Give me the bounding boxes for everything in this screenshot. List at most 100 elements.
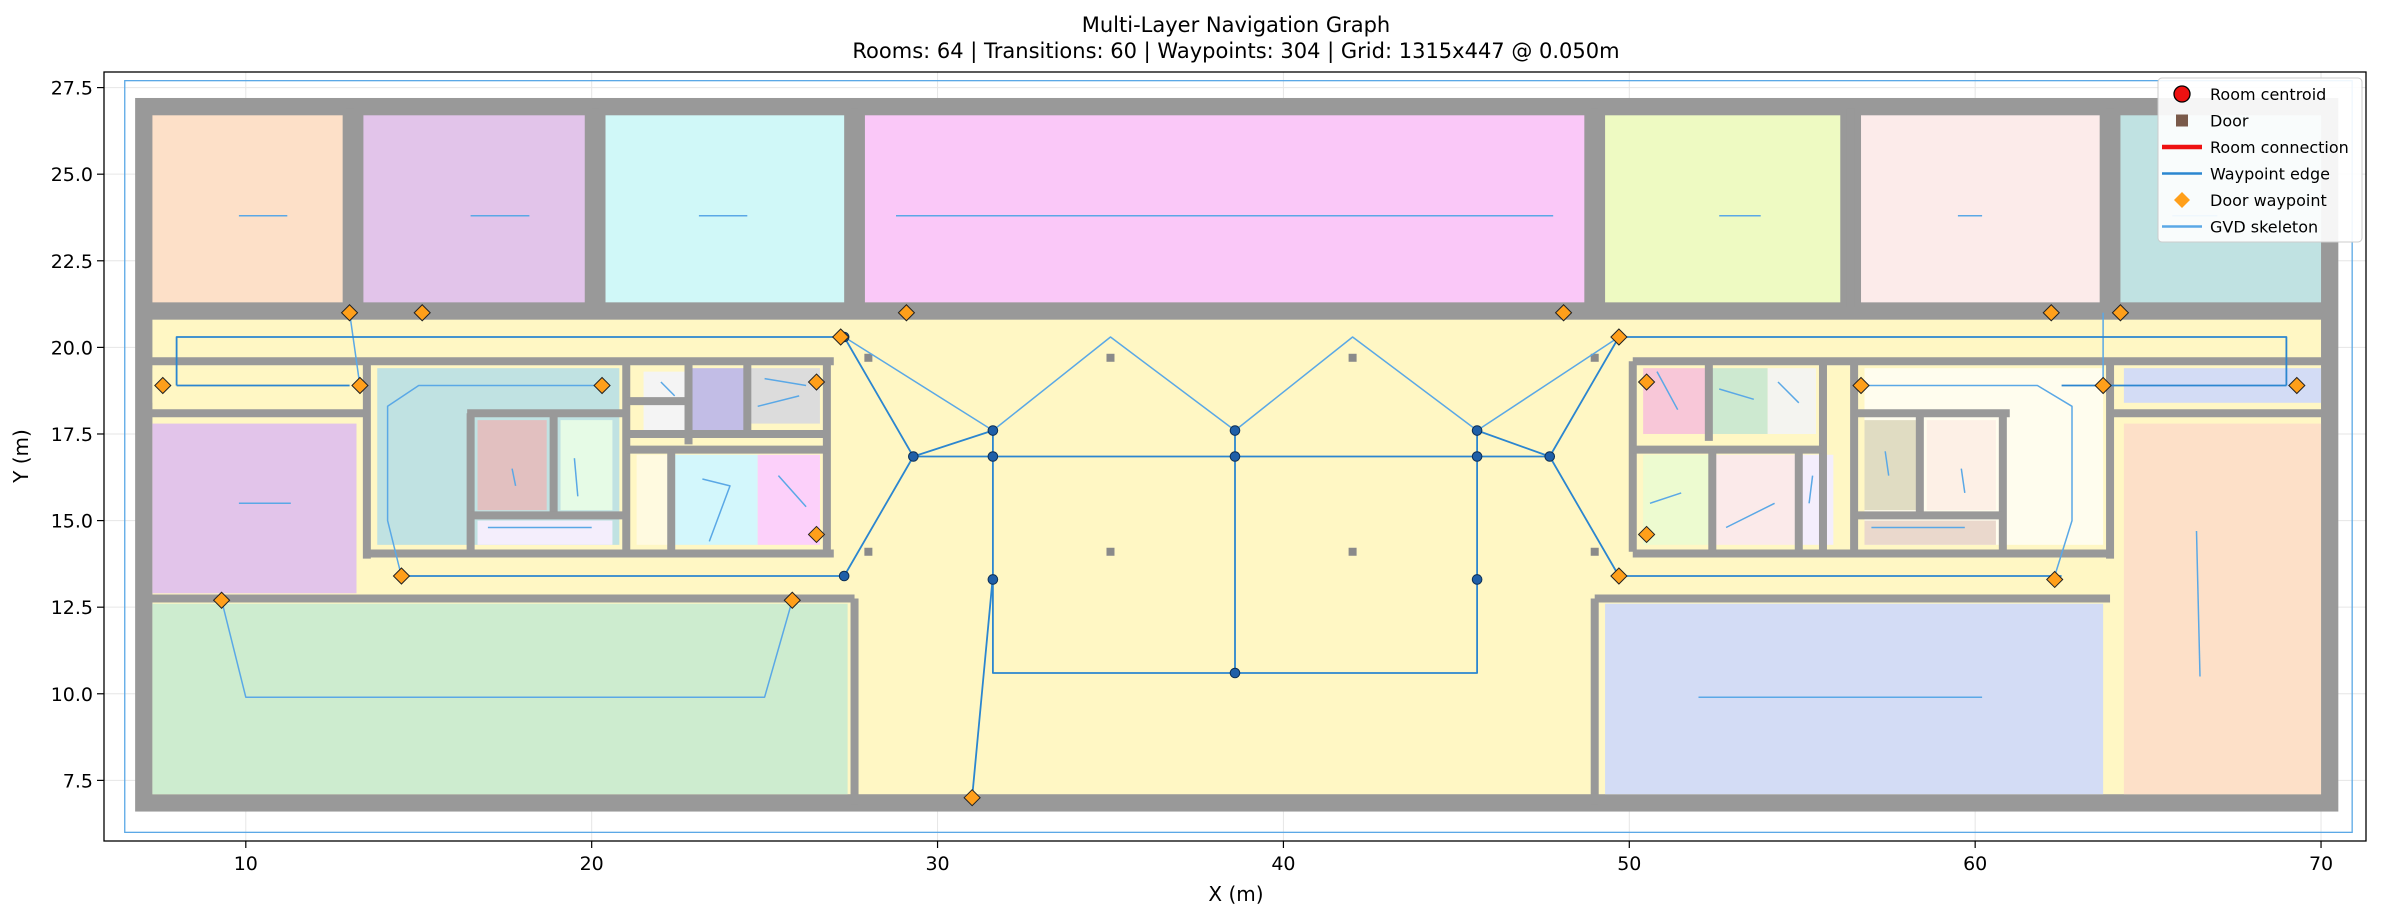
waypoint-node	[908, 451, 919, 462]
x-axis-label: X (m)	[1208, 882, 1263, 906]
gvd-skeleton-line	[1808, 475, 1814, 504]
y-axis-label: Y (m)	[9, 429, 33, 484]
room	[560, 420, 613, 511]
x-tick-label: 20	[580, 853, 604, 875]
y-tick-label: 27.5	[51, 78, 93, 100]
room	[152, 603, 848, 795]
waypoint-edge	[175, 336, 845, 386]
door-marker	[1590, 547, 1599, 556]
x-tick-label: 60	[1963, 853, 1987, 875]
door-waypoint	[1554, 304, 1573, 322]
legend-label: Room centroid	[2210, 85, 2326, 104]
room	[1605, 115, 1841, 303]
room	[152, 423, 357, 594]
gvd-skeleton-line	[1777, 381, 1800, 404]
x-tick-label: 40	[1271, 853, 1295, 875]
room	[757, 454, 820, 545]
room	[636, 454, 668, 545]
room	[152, 115, 343, 303]
gvd-skeleton-line	[757, 395, 800, 408]
room	[363, 115, 585, 303]
room	[477, 520, 613, 545]
waypoint-node	[1229, 425, 1241, 436]
waypoint-edge	[1476, 429, 1551, 458]
door-waypoint	[831, 328, 850, 346]
x-tick-label: 10	[234, 853, 258, 875]
waypoint-node	[838, 570, 850, 582]
room	[1643, 454, 1709, 545]
gvd-skeleton-line	[348, 312, 361, 386]
legend-label: Room connection	[2210, 138, 2349, 157]
door-waypoint	[1610, 567, 1628, 585]
y-tick-label: 25.0	[51, 164, 93, 186]
waypoint-edge	[971, 575, 994, 798]
waypoint-edge	[913, 429, 994, 458]
legend-centroid-marker	[2173, 85, 2191, 103]
gvd-skeleton-line	[386, 384, 603, 577]
waypoint-node	[1471, 425, 1483, 436]
door-waypoint	[154, 376, 172, 395]
room	[1643, 368, 1713, 434]
room	[1864, 520, 1996, 545]
walls-layer	[142, 108, 2332, 805]
door-waypoint	[963, 788, 981, 807]
waypoint-node	[1544, 451, 1556, 462]
door-marker	[1106, 353, 1115, 362]
legend-box	[2157, 77, 2363, 243]
chart-subtitle: Rooms: 64 | Transitions: 60 | Waypoints:…	[852, 39, 1619, 64]
door-waypoint	[897, 304, 916, 322]
door-waypoint	[807, 525, 826, 544]
door-waypoint	[593, 376, 611, 395]
gvd-skeleton-line	[1884, 451, 1890, 476]
room	[1926, 420, 1996, 511]
waypoint-node	[1471, 451, 1483, 462]
waypoint-node	[1229, 667, 1241, 679]
x-tick-label: 50	[1617, 853, 1641, 875]
y-tick-label: 12.5	[51, 597, 93, 619]
door-marker	[864, 547, 873, 556]
room	[1802, 454, 1834, 545]
door-waypoint	[783, 591, 801, 609]
legend-door-marker	[2176, 114, 2188, 127]
room	[2123, 423, 2322, 795]
door-waypoint	[413, 304, 431, 322]
legend-label: Door waypoint	[2210, 191, 2327, 210]
room	[1715, 454, 1796, 545]
floor-plan	[124, 80, 2353, 833]
x-tick-label: 70	[2309, 853, 2333, 875]
waypoint-node	[987, 425, 999, 436]
y-tick-label: 20.0	[51, 337, 93, 359]
legend-door-waypoint-marker	[2174, 192, 2190, 208]
gvd-skeleton-line	[1861, 384, 2073, 577]
door-waypoint	[2094, 376, 2112, 395]
room	[1767, 368, 1817, 434]
room	[605, 115, 845, 303]
gvd-boundary	[124, 80, 2353, 833]
door-marker	[864, 353, 873, 362]
room	[1864, 420, 1917, 511]
gvd-skeleton-line	[511, 468, 517, 487]
door-waypoint	[1610, 328, 1628, 346]
waypoint-node	[1229, 451, 1241, 462]
waypoint-edge	[1618, 336, 2288, 386]
gvd-skeleton-line	[1718, 388, 1755, 401]
room	[674, 454, 758, 545]
plot-frame	[103, 71, 2367, 842]
y-tick-label: 10.0	[51, 684, 93, 706]
door-marker	[1348, 547, 1357, 556]
x-tick-label: 30	[925, 853, 949, 875]
door-waypoints-layer	[154, 304, 2306, 807]
door-marker	[1590, 353, 1599, 362]
legend-label: Door	[2210, 112, 2249, 131]
waypoint-node	[987, 574, 999, 585]
gvd-skeleton-line	[2195, 530, 2201, 677]
door-waypoint	[2288, 376, 2306, 395]
door-waypoint	[212, 591, 231, 609]
gvd-skeleton-line	[1656, 371, 1679, 411]
waypoint-node	[1471, 574, 1483, 585]
door-waypoint	[1637, 373, 1656, 391]
waypoint-edges-layer	[175, 336, 2288, 798]
